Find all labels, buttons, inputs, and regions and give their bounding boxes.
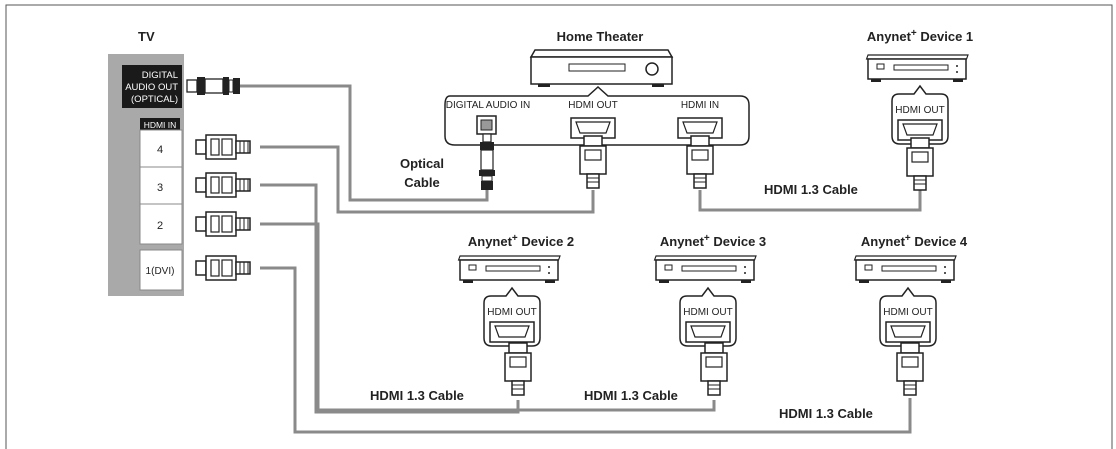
- optical-cable-label-2: Cable: [404, 175, 439, 190]
- hdmi-cable-mid-label: HDMI 1.3 Cable: [584, 388, 678, 403]
- tv-port-1-dvi: [139, 249, 183, 291]
- device-1-hdmi-socket: [897, 119, 943, 141]
- tv-optical-port: [122, 65, 182, 108]
- device-3-title: Anynet+ Device 3: [660, 233, 766, 249]
- home-theater-back-panel: [444, 85, 750, 146]
- diagram-frame: [5, 4, 1113, 449]
- device-2-title: Anynet+ Device 2: [468, 233, 574, 249]
- device-4-port-label: HDMI OUT: [883, 307, 932, 318]
- tv-title: TV: [138, 29, 155, 44]
- jack-hdmi-out-label: HDMI OUT: [568, 100, 617, 111]
- jack-digital-audio-in-label: DIGITAL AUDIO IN: [446, 100, 530, 111]
- optical-cable-line: [240, 84, 489, 202]
- hdmi-plug-device-1: [906, 137, 934, 191]
- hdmi-cable-3-line: [260, 183, 520, 414]
- tv-optical-label-1: DIGITAL: [142, 70, 178, 81]
- tv-port-4: [139, 129, 183, 168]
- jack-hdmi-in-label: HDMI IN: [681, 100, 719, 111]
- hdmi-cable-bottom-label: HDMI 1.3 Cable: [779, 406, 873, 421]
- optical-cable-label-1: Optical: [400, 156, 444, 171]
- home-theater-title: Home Theater: [557, 29, 644, 44]
- device-1-title: Anynet+ Device 1: [867, 28, 973, 44]
- tv-port-4-label: 4: [157, 144, 163, 156]
- tv-port-2-label: 2: [157, 220, 163, 232]
- tv-port-3-label: 3: [157, 182, 163, 194]
- device-1-port-label: HDMI OUT: [895, 105, 944, 116]
- hdmi-cable-top-line: [698, 190, 922, 212]
- tv-hdmi-ports: 4 3 2 1(DVI): [139, 129, 183, 291]
- device-2-box: [457, 255, 561, 284]
- tv-port-2: [139, 203, 183, 245]
- ht-hdmi-in-socket: [677, 117, 723, 139]
- hdmi-cable-top-label: HDMI 1.3 Cable: [764, 182, 858, 197]
- device-4-title: Anynet+ Device 4: [861, 233, 968, 249]
- hdmi-plug-tv-1: [195, 255, 251, 281]
- tv-port-1-label: 1(DVI): [146, 266, 175, 277]
- cables: [240, 84, 922, 434]
- tv-hdmi-in-label: HDMI IN: [144, 120, 177, 130]
- device-2-hdmi-socket: [489, 321, 535, 343]
- hdmi-cable-1-line: [260, 266, 912, 434]
- hdmi-plug-ht-out: [579, 135, 607, 189]
- ht-hdmi-out-socket: [570, 117, 616, 139]
- device-2-port-label: HDMI OUT: [487, 307, 536, 318]
- hdmi-plug-tv-2: [195, 211, 251, 237]
- hdmi-cable-4-line: [260, 145, 595, 214]
- hdmi-plug-ht-in: [686, 135, 714, 189]
- device-3-box: [653, 255, 757, 284]
- hdmi-plug-device-4: [896, 342, 924, 396]
- optical-plug-tv: [186, 77, 240, 95]
- optical-plug-ht: [479, 133, 495, 190]
- device-4-hdmi-socket: [885, 321, 931, 343]
- device-3-port-label: HDMI OUT: [683, 307, 732, 318]
- device-3-hdmi-socket: [685, 321, 731, 343]
- hdmi-plug-tv-4: [195, 134, 251, 160]
- device-1-box: [865, 54, 969, 83]
- tv-optical-label-2: AUDIO OUT: [125, 82, 178, 93]
- tv-hdmi-in-header: [140, 118, 180, 130]
- home-theater-unit: [529, 49, 674, 87]
- hdmi-cable-left-label: HDMI 1.3 Cable: [370, 388, 464, 403]
- device-4-box: [853, 255, 957, 284]
- hdmi-plug-device-2: [504, 342, 532, 396]
- tv-optical-label-3: (OPTICAL): [131, 94, 178, 105]
- hdmi-plug-device-3: [700, 342, 728, 396]
- hdmi-cable-2-line: [260, 222, 716, 412]
- hdmi-plug-tv-3: [195, 172, 251, 198]
